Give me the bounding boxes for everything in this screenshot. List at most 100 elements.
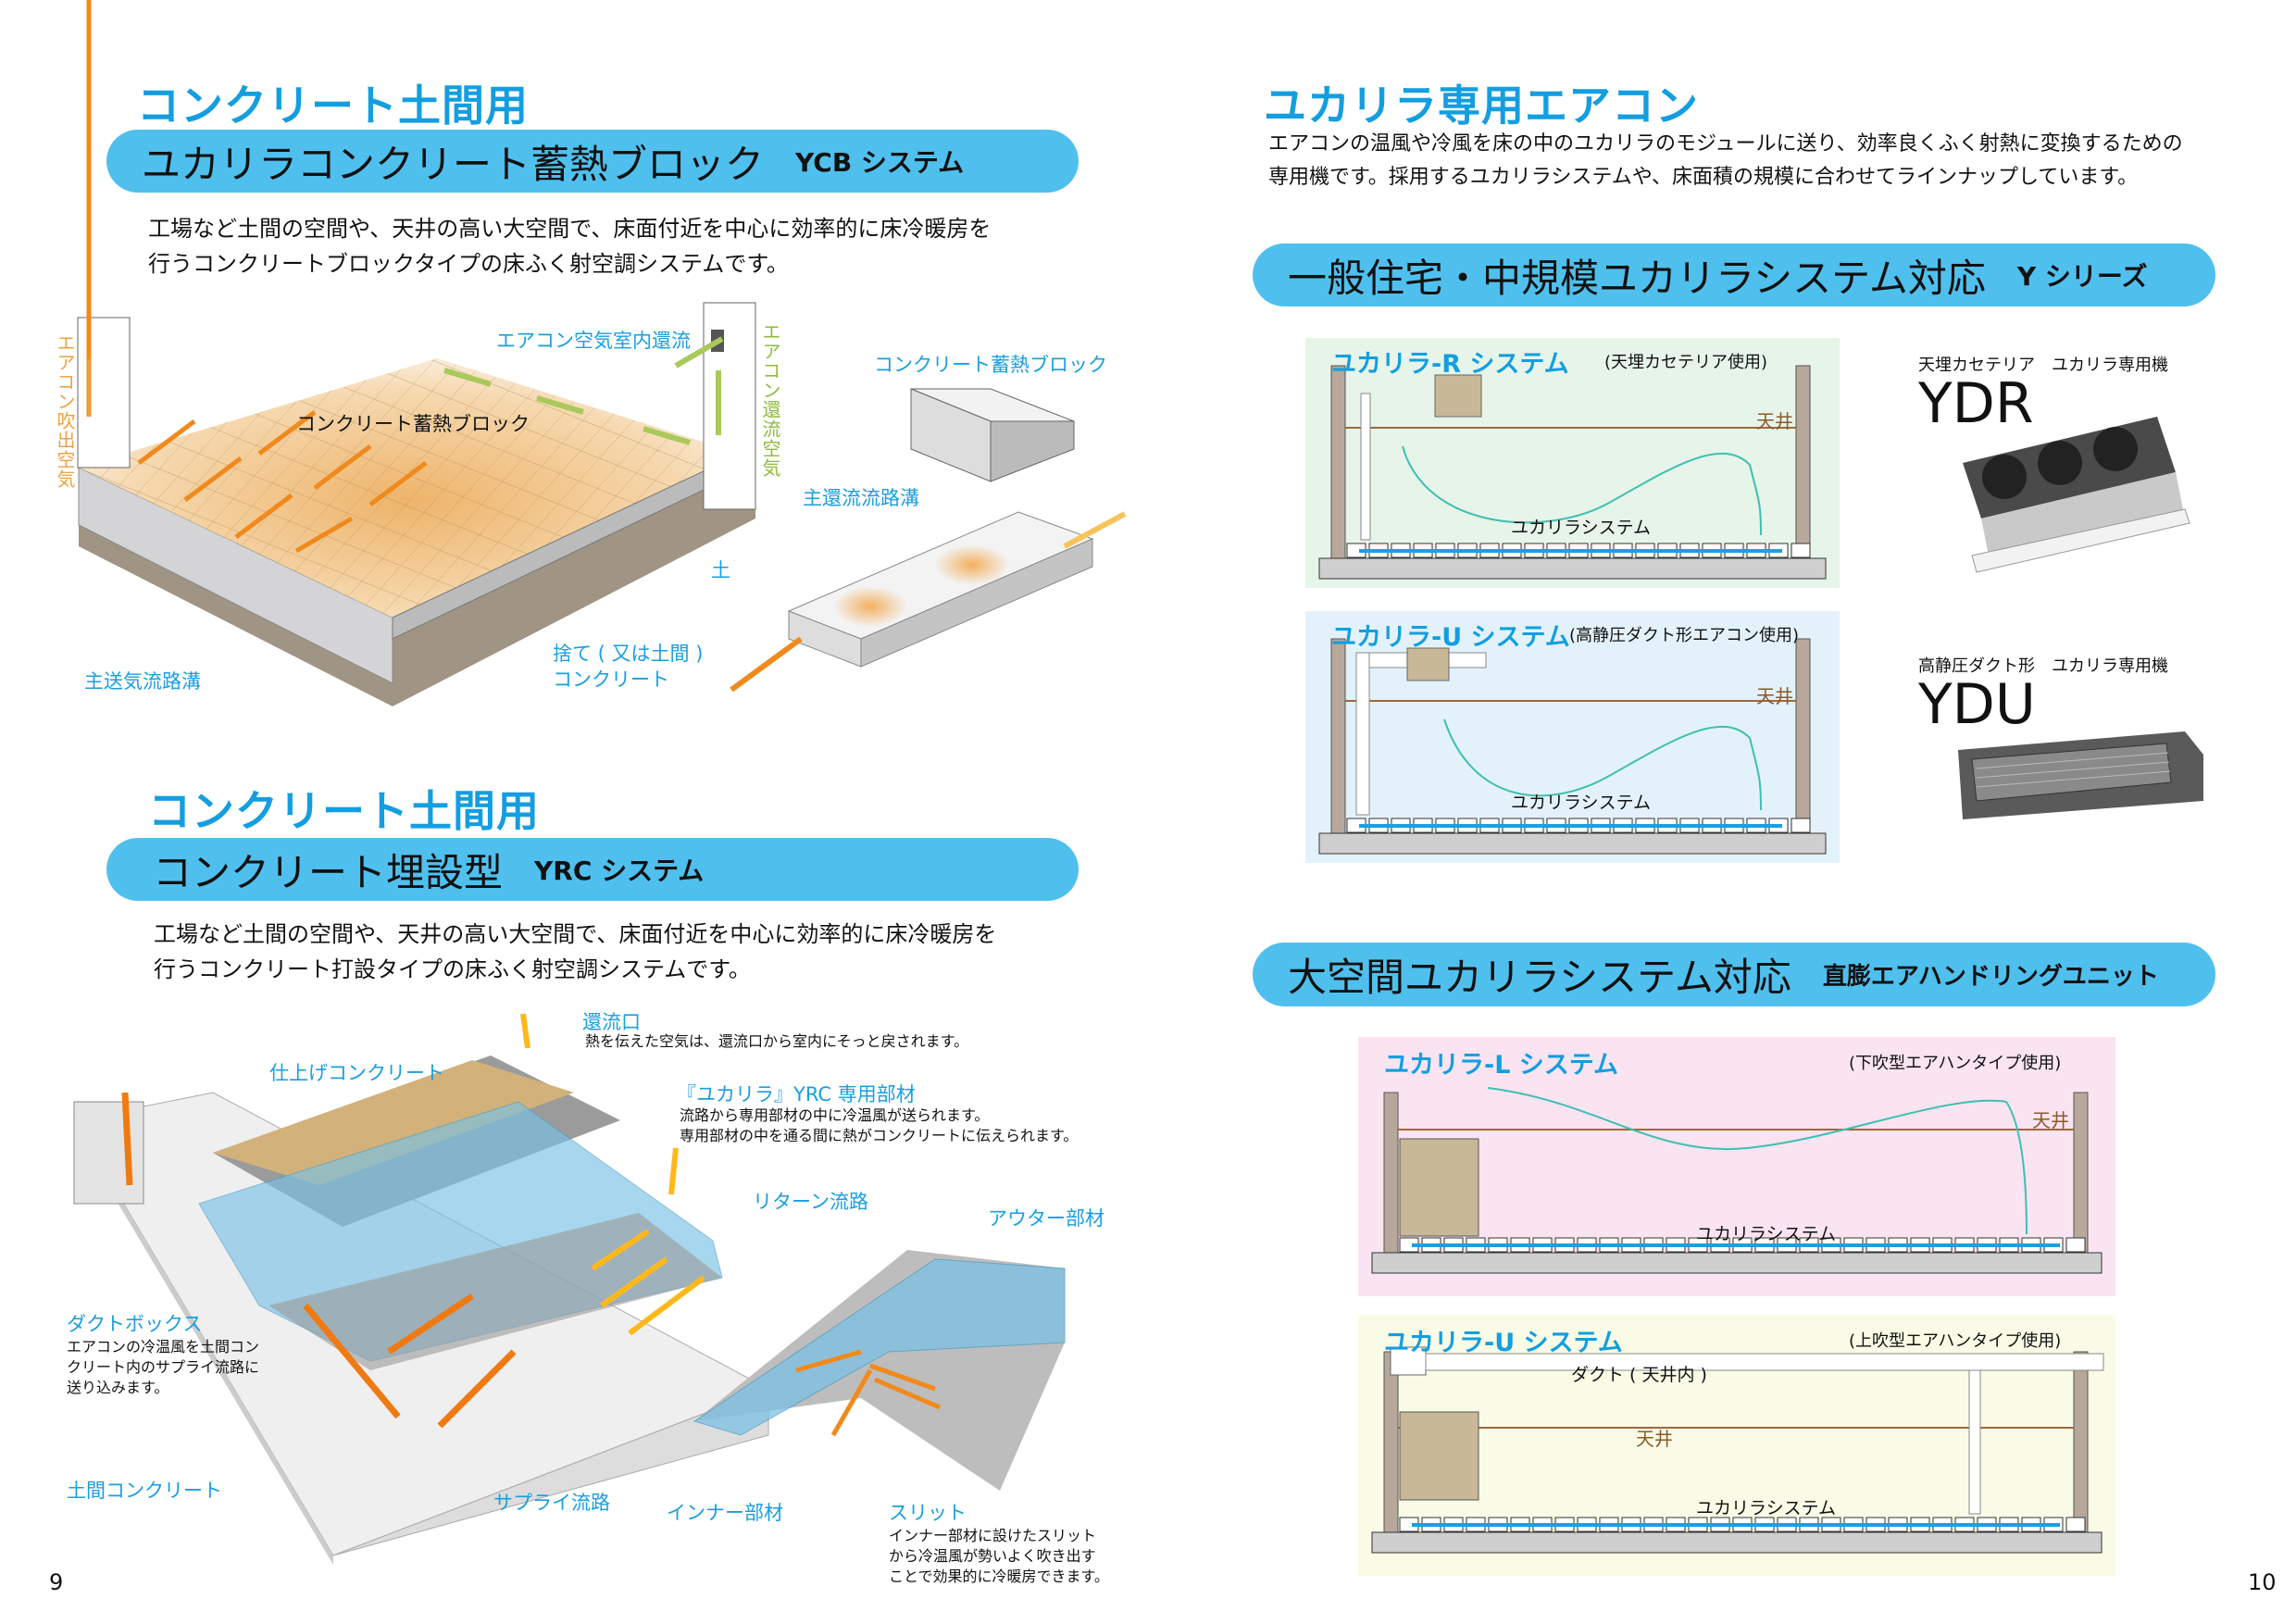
page-number-left: 9 — [49, 1569, 64, 1595]
base-concrete-label: 捨て ( 又は土間 ) コンクリート — [553, 641, 703, 693]
wall-right — [1795, 638, 1811, 834]
panel-note: (高静圧ダクト形エアコン使用) — [1569, 626, 1800, 645]
system-label: ユカリラシステム — [1696, 1498, 1837, 1518]
l-system-schematic — [1371, 1087, 2103, 1274]
note-line: ことで効果的に冷暖房できます。 — [889, 1568, 1109, 1585]
r-system-schematic — [1318, 365, 1827, 580]
banner-sub: YRC システム — [534, 856, 705, 886]
note-line: から冷温風が勢いよく吹き出す — [889, 1547, 1096, 1565]
duct-box — [73, 1101, 144, 1205]
vertical-duct — [1968, 1369, 1981, 1515]
banner-sub: 直膨エアハンドリングユニット — [1822, 963, 2159, 991]
u-ahu-system-schematic — [1371, 1346, 2104, 1554]
supply-duct — [1355, 652, 1370, 816]
product-model: YDU — [1918, 672, 2036, 737]
product-label: ユカリラ専用機 — [2052, 356, 2168, 375]
panel-title: ユカリラ-R システム — [1331, 350, 1569, 379]
ydu-unit-image — [1958, 731, 2203, 819]
floor-module — [1791, 818, 1811, 833]
product-ydr: 天埋カセテリア ユカリラ専用機 YDR — [1918, 352, 2168, 431]
wall-left — [1330, 638, 1346, 834]
panel-note: (上吹型エアハンタイプ使用) — [1849, 1331, 2062, 1351]
note-line: 専用部材の中を通る間に熱がコンクリートに伝えられます。 — [680, 1127, 1079, 1144]
ycb-diagram — [77, 0, 1127, 706]
slit-note: インナー部材に設けたスリット から冷温風が勢いよく吹き出す ことで効果的に冷暖房… — [889, 1526, 1109, 1587]
banner-sub: Y シリーズ — [2016, 261, 2148, 292]
panel-l-system: ユカリラ-L システム (下吹型エアハンタイプ使用) 天井 ユカリラシステム — [1358, 1037, 2115, 1296]
yrc-member-note: 流路から専用部材の中に冷温風が送られます。 専用部材の中を通る間に熱がコンクリー… — [680, 1106, 1078, 1146]
block-product-label: コンクリート蓄熱ブロック — [874, 354, 1107, 376]
product-label: ユカリラ専用機 — [2052, 656, 2168, 676]
left-pillar — [77, 317, 131, 468]
yrc-banner: コンクリート埋設型 YRC システム — [106, 838, 1079, 901]
supply-air-label: エアコン吹出空気 — [54, 333, 76, 489]
ceiling-label: 天井 — [1756, 410, 1793, 432]
finish-concrete-label: 仕上げコンクリート — [269, 1062, 444, 1084]
block-floor-label: コンクリート蓄熱ブロック — [296, 413, 530, 435]
air-handling-unit — [1399, 1138, 1479, 1237]
desc-line: 行うコンクリートブロックタイプの床ふく射空調システムです。 — [148, 251, 789, 277]
panel-title: ユカリラ-L システム — [1384, 1051, 1619, 1080]
air-circulation-curve — [1402, 445, 1762, 536]
product-model: YDR — [1918, 371, 2034, 436]
air-circulation-curve — [1443, 718, 1762, 811]
system-label: ユカリラシステム — [1511, 793, 1652, 813]
concrete-block-row — [730, 511, 1127, 693]
cassette-unit — [1434, 374, 1482, 418]
wall-left — [1330, 365, 1346, 559]
yrc-diagram — [73, 1013, 1066, 1565]
wall-right — [1795, 365, 1811, 559]
desc-line: 工場など土間の空間や、天井の高い大空間で、床面付近を中心に効率的に床冷暖房を — [148, 216, 992, 242]
duct-label: ダクト ( 天井内 ) — [1571, 1365, 1707, 1385]
banner-title: 一般住宅・中規模ユカリラシステム対応 — [1288, 255, 1986, 301]
return-vent-label: 還流口 — [582, 1011, 641, 1033]
aircon-description: エアコンの温風や冷風を床の中のユカリラのモジュールに送り、効率良くふく射熱に変換… — [1268, 128, 2183, 194]
duct-box — [1390, 1346, 1427, 1376]
banner-title: ユカリラコンクリート蓄熱ブロック — [142, 141, 765, 187]
ydr-unit-image — [1963, 417, 2190, 573]
section2-heading: コンクリート土間用 — [148, 786, 540, 836]
slit-label: スリット — [889, 1502, 967, 1524]
floor-slab — [1318, 557, 1827, 580]
soil-right — [393, 456, 755, 706]
return-vent-note: 熱を伝えた空気は、還流口から室内にそっと戻されます。 — [585, 1032, 969, 1050]
supply-channel-label: サプライ流路 — [493, 1492, 610, 1514]
section1-heading: コンクリート土間用 — [137, 81, 529, 131]
panel-r-system: ユカリラ-R システム (天埋カセテリア使用) 天井 ユカリラシステム — [1305, 338, 1840, 588]
note-line: インナー部材に設けたスリット — [889, 1527, 1097, 1544]
panel-note: (下吹型エアハンタイプ使用) — [1849, 1054, 2062, 1073]
wall-left — [1383, 1351, 1399, 1533]
duct-box-note: エアコンの冷温風を土間コン クリート内のサプライ流路に 送り込みます。 — [67, 1337, 259, 1398]
earth-concrete-label: 土間コンクリート — [67, 1480, 222, 1502]
product-ydu: 高静圧ダクト形 ユカリラ専用機 YDU — [1918, 653, 2168, 732]
note-line: クリート内のサプライ流路に — [67, 1358, 260, 1376]
desc-line: エアコンの温風や冷風を床の中のユカリラのモジュールに送り、効率良くふく射熱に変換… — [1268, 132, 2183, 156]
section2-description: 工場など土間の空間や、天井の高い大空間で、床面付近を中心に効率的に床冷暖房を 行… — [154, 917, 996, 987]
floor-slab — [1371, 1252, 2103, 1274]
note-line: 送り込みます。 — [67, 1379, 169, 1396]
note-line: 流路から専用部材の中に冷温風が送られます。 — [680, 1106, 990, 1124]
return-arrows — [520, 1013, 705, 1336]
product-type: 天埋カセテリア — [1918, 356, 2035, 375]
outer-inner-member — [693, 1250, 1066, 1491]
supply-duct — [1360, 393, 1371, 541]
aircon-heading: ユカリラ専用エアコン — [1264, 81, 1699, 131]
desc-line: 工場など土間の空間や、天井の高い大空間で、床面付近を中心に効率的に床冷暖房を — [154, 921, 997, 947]
main-return-channel-label: 主還流流路溝 — [803, 487, 919, 509]
duct-unit — [1406, 647, 1450, 681]
air-handling-unit — [1399, 1411, 1479, 1501]
desc-line: 行うコンクリート打設タイプの床ふく射空調システムです。 — [154, 956, 751, 982]
section1-description: 工場など土間の空間や、天井の高い大空間で、床面付近を中心に効率的に床冷暖房を 行… — [148, 211, 991, 281]
base-concrete-line: 捨て ( 又は土間 ) — [553, 643, 704, 665]
ceiling-label: 天井 — [2032, 1109, 2069, 1131]
indoor-return-label: エアコン空気室内還流 — [496, 330, 691, 352]
floor-slab — [1318, 832, 1827, 855]
wall-right — [2073, 1351, 2089, 1533]
return-arrows — [443, 336, 724, 445]
y-series-banner: 一般住宅・中規模ユカリラシステム対応 Y シリーズ — [1253, 244, 2215, 306]
yrc-member-label: 『ユカリラ』YRC 専用部材 — [677, 1083, 916, 1106]
main-supply-channel-label: 主送気流路溝 — [84, 670, 201, 693]
panel-title: ユカリラ-U システム — [1331, 623, 1570, 652]
floor-module — [1791, 543, 1811, 558]
floor-module — [2065, 1237, 2086, 1253]
